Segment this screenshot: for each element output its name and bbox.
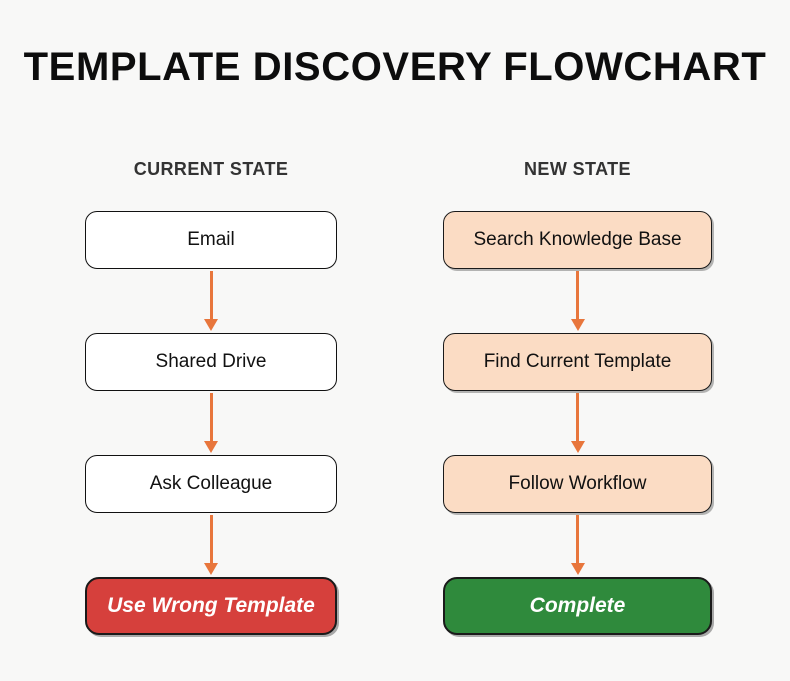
arrow-head-icon xyxy=(570,441,585,453)
arrow-shared-drive-to-ask-colleague xyxy=(85,391,337,455)
arrow-email-to-shared-drive xyxy=(85,269,337,333)
node-ask-colleague[interactable]: Ask Colleague xyxy=(85,455,337,513)
arrow-head-icon xyxy=(204,319,218,331)
column-header-current-state: CURRENT STATE xyxy=(133,159,289,179)
arrow-shaft xyxy=(209,393,213,443)
node-follow-workflow[interactable]: Follow Workflow xyxy=(443,455,712,513)
arrow-shaft xyxy=(576,515,579,565)
arrow-shaft xyxy=(209,271,213,321)
arrow-find-current-template-to-follow-workflow xyxy=(443,391,712,455)
node-complete[interactable]: Complete xyxy=(443,577,712,635)
flow-current-state: Email Shared Drive Ask Colleague Use Wro… xyxy=(85,211,337,635)
column-header-new-state: NEW STATE xyxy=(524,159,631,179)
arrow-head-icon xyxy=(570,319,585,331)
arrow-follow-workflow-to-complete xyxy=(443,513,712,577)
column-new-state: NEW STATE Search Knowledge Base Find Cur… xyxy=(443,158,712,635)
node-search-knowledge-base[interactable]: Search Knowledge Base xyxy=(443,211,712,269)
arrow-head-icon xyxy=(570,563,585,575)
arrow-search-knowledge-base-to-find-current-template xyxy=(443,269,712,333)
page-title: TEMPLATE DISCOVERY FLOWCHART xyxy=(23,45,767,89)
arrow-shaft xyxy=(576,393,579,443)
flow-new-state: Search Knowledge Base Find Current Templ… xyxy=(443,211,712,635)
node-find-current-template[interactable]: Find Current Template xyxy=(443,333,712,391)
arrow-shaft xyxy=(576,271,579,321)
arrow-ask-colleague-to-use-wrong-template xyxy=(85,513,337,577)
arrow-shaft xyxy=(209,515,213,565)
node-shared-drive[interactable]: Shared Drive xyxy=(85,333,337,391)
arrow-head-icon xyxy=(204,441,218,453)
node-email[interactable]: Email xyxy=(85,211,337,269)
node-use-wrong-template[interactable]: Use Wrong Template xyxy=(85,577,337,635)
arrow-head-icon xyxy=(204,563,218,575)
column-current-state: CURRENT STATE Email Shared Drive Ask Col… xyxy=(85,158,337,635)
